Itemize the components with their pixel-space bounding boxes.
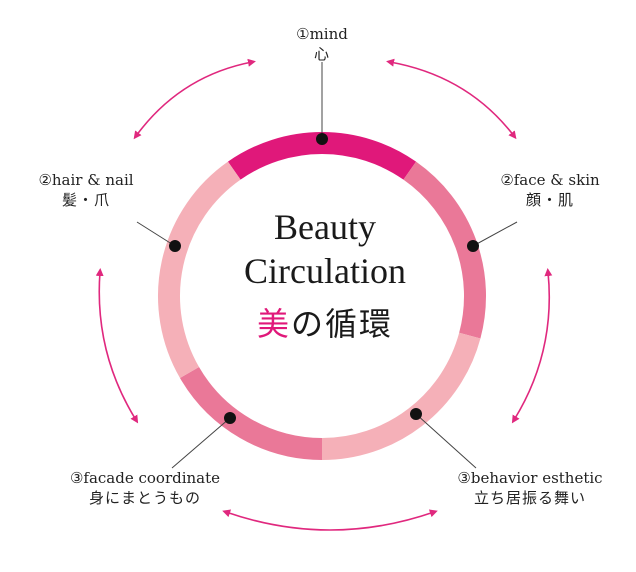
center-title-line2: Circulation — [244, 251, 406, 291]
node-hair-label: ②hair & nail 髪・爪 — [16, 170, 156, 211]
node-facade-jp: 身にまとうもの — [88, 489, 201, 508]
ring-segment-upper-right — [403, 161, 486, 339]
connector-hair — [136, 221, 176, 247]
arrow-face-behavior — [511, 268, 553, 424]
node-facade-en: ③facade coordinate — [69, 469, 221, 487]
arrow-behavior-facade — [222, 509, 438, 531]
center-title: Beauty Circulation 美の循環 — [190, 205, 460, 345]
connector-behavior — [415, 413, 477, 469]
center-title-line1: Beauty — [274, 207, 376, 247]
center-jp-rest: の循環 — [291, 305, 394, 343]
arrow-facade-hair — [95, 268, 139, 424]
node-behavior-label: ③behavior esthetic 立ち居振る舞い — [430, 468, 630, 509]
dot-behavior — [410, 408, 422, 420]
node-mind-en: ①mind — [296, 25, 348, 43]
dot-face — [467, 240, 479, 252]
ring-segment-lower-left — [179, 366, 323, 460]
node-mind-label: ①mind 心 — [262, 24, 382, 65]
connector-facade — [171, 417, 231, 469]
node-hair-en: ②hair & nail — [38, 171, 134, 189]
node-hair-jp: 髪・爪 — [61, 191, 110, 210]
node-face-label: ②face & skin 顔・肌 — [480, 170, 620, 211]
arrow-hair-mind — [133, 58, 256, 140]
arrow-mind-face — [386, 58, 517, 140]
dot-facade — [224, 412, 236, 424]
ring-segment-upper-left — [158, 161, 241, 378]
dot-mind — [316, 133, 328, 145]
center-jp-title: 美の循環 — [190, 299, 460, 345]
node-facade-label: ③facade coordinate 身にまとうもの — [50, 468, 240, 509]
ring-segment-lower-right — [321, 332, 481, 460]
node-face-en: ②face & skin — [500, 171, 600, 189]
center-jp-accent: 美 — [256, 305, 291, 343]
node-mind-jp: 心 — [313, 45, 330, 64]
cycle-arrows — [95, 58, 553, 531]
node-behavior-en: ③behavior esthetic — [457, 469, 603, 487]
connector-face — [472, 221, 518, 247]
ring-segment-top — [227, 132, 417, 180]
dot-hair — [169, 240, 181, 252]
node-dots — [169, 133, 479, 424]
node-face-jp: 顔・肌 — [525, 191, 574, 210]
node-behavior-jp: 立ち居振る舞い — [473, 489, 586, 508]
connector-lines — [136, 62, 518, 469]
